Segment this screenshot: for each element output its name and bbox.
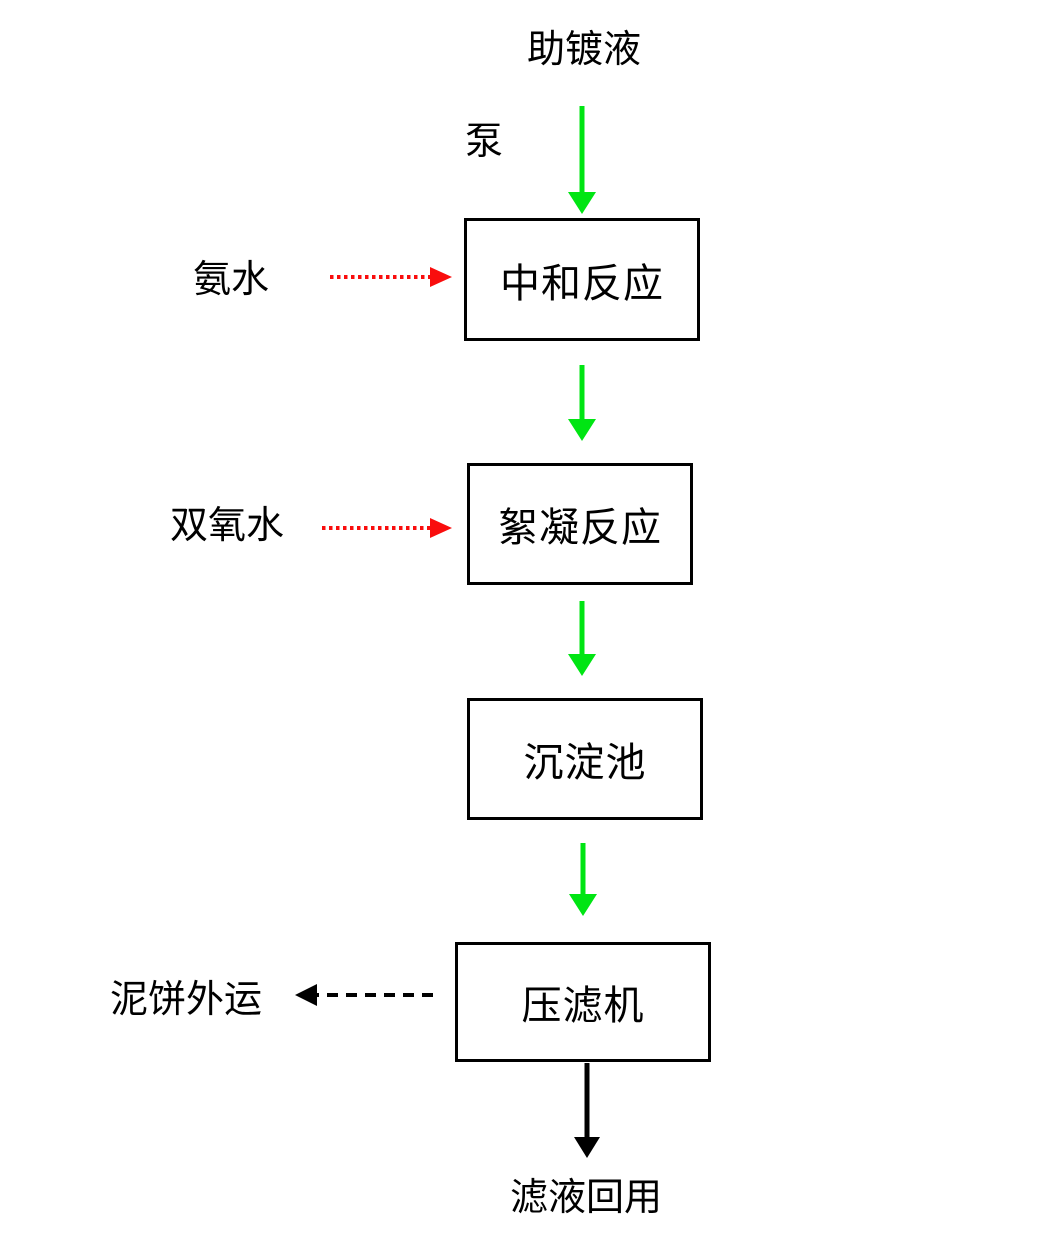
- process-box-label: 絮凝反应: [498, 505, 662, 550]
- pump-label: 泵: [465, 121, 504, 163]
- process-box-filter-press: 压滤机: [455, 942, 711, 1062]
- flow-arrow-sedimentation-to-filter-press-icon: [569, 843, 597, 916]
- filtrate-reuse-label: 滤液回用: [510, 1177, 663, 1219]
- process-box-sedimentation: 沉淀池: [467, 698, 703, 820]
- peroxide-label: 双氧水: [170, 505, 285, 547]
- sludge-out-arrow-icon: [295, 984, 433, 1006]
- ammonia-label: 氨水: [193, 259, 270, 301]
- sludge-out-label: 泥饼外运: [110, 979, 263, 1021]
- source-label: 助镀液: [527, 29, 642, 71]
- flow-arrow-source-to-neutralization-icon: [568, 106, 596, 214]
- process-box-label: 压滤机: [521, 983, 645, 1028]
- process-box-flocculation: 絮凝反应: [467, 463, 693, 585]
- flow-arrow-neutralization-to-flocculation-icon: [568, 365, 596, 441]
- process-box-label: 中和反应: [500, 260, 664, 306]
- process-box-neutralization: 中和反应: [464, 218, 700, 341]
- process-box-label: 沉淀池: [523, 740, 647, 785]
- dosing-arrow-peroxide-icon: [322, 518, 452, 538]
- dosing-arrow-ammonia-icon: [330, 267, 452, 287]
- flow-arrow-flocculation-to-sedimentation-icon: [568, 601, 596, 676]
- filtrate-arrow-icon: [574, 1063, 600, 1158]
